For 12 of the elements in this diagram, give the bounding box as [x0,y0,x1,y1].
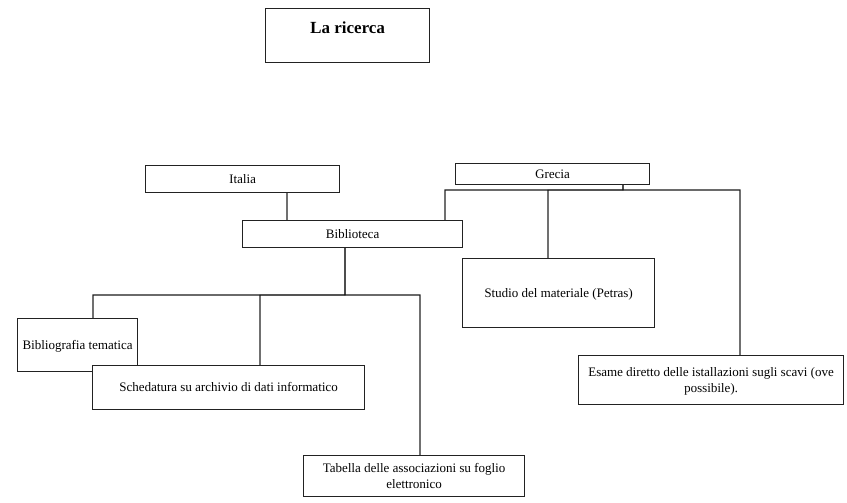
text-box: Bibliografia tematica [17,318,138,372]
connector-line [344,248,421,455]
text-box: Esame diretto delle istallazioni sugli scavi (ove possibile). [578,355,844,405]
text-box: Grecia [455,163,650,185]
title-box: La ricerca [265,8,430,63]
text-box: Tabella delle associazioni su foglio elettronico [303,455,525,497]
text-box: Studio del materiale (Petras) [462,258,655,328]
text-box: Italia [145,165,340,193]
connector-line [286,193,288,220]
connector-line [622,185,741,355]
text-box: Schedatura su archivio di dati informatico [92,365,365,410]
text-box: Biblioteca [242,220,463,248]
